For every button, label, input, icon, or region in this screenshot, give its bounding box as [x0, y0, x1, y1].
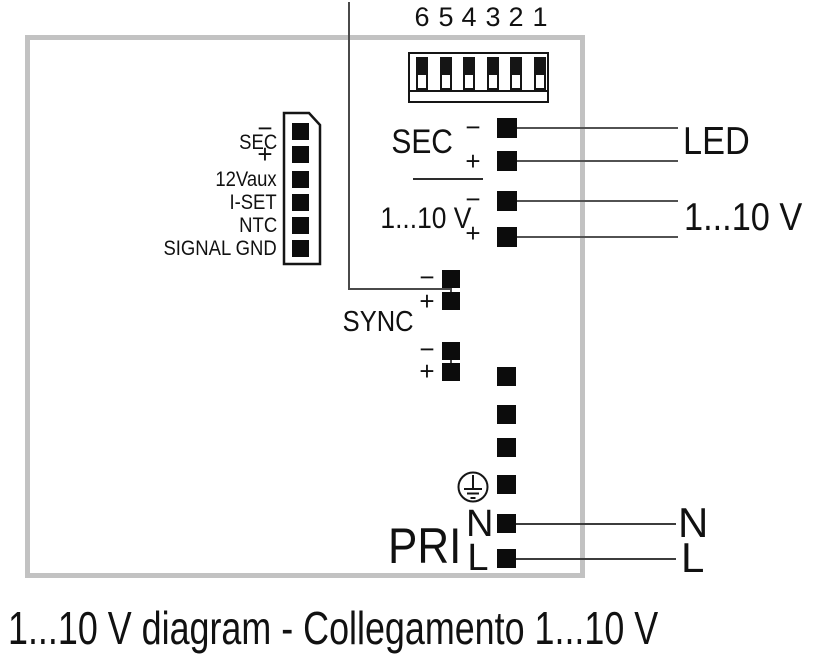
- dip-number-5: 5: [438, 2, 454, 32]
- connector-sec-label: SEC: [238, 131, 277, 154]
- dip-switch-4[interactable]: [463, 57, 475, 90]
- pin-12vaux: [292, 171, 309, 188]
- pin-iset: [292, 194, 309, 211]
- driver-frame: [25, 35, 585, 578]
- earth-terminal: [497, 475, 516, 494]
- dim-plus-sign: +: [465, 218, 481, 248]
- dim-label: 1...10 V: [380, 202, 471, 235]
- earth-ground-icon: [457, 471, 489, 503]
- led-output-label: LED: [683, 120, 750, 163]
- dip-switch-3[interactable]: [487, 57, 499, 90]
- dip-number-6: 6: [414, 2, 430, 32]
- dip-number-1: 1: [532, 2, 548, 32]
- pin-sec-minus: [292, 123, 309, 140]
- connector-12vaux-label: 12Vaux: [215, 168, 277, 191]
- sec-minus-terminal: [497, 118, 517, 138]
- dip-switch-body: [408, 52, 549, 103]
- dim-plus-terminal: [497, 227, 517, 247]
- sync2-plus-terminal: [442, 363, 460, 381]
- connector-sec-plus-sign: +: [257, 139, 273, 169]
- connector-sec-minus-sign: −: [257, 113, 273, 143]
- pin-sec-plus: [292, 146, 309, 163]
- connector-signal-gnd-label: SIGNAL GND: [163, 237, 277, 260]
- dip-switch-5[interactable]: [440, 57, 452, 90]
- sec-plus-terminal: [497, 151, 517, 171]
- sync1-minus-sign: −: [419, 262, 435, 292]
- dip-number-2: 2: [508, 2, 524, 32]
- pri-label: PRI: [387, 518, 461, 574]
- dip-number-3: 3: [485, 2, 501, 32]
- dip-number-4: 4: [461, 2, 477, 32]
- pri-n-label: N: [466, 503, 494, 545]
- dim-minus-terminal: [497, 191, 517, 211]
- connector-iset-label: I-SET: [229, 191, 277, 214]
- sec-minus-sign: −: [465, 112, 481, 142]
- sync2-plus-sign: +: [419, 356, 435, 386]
- sync-label: SYNC: [343, 306, 414, 338]
- dip-switch-divider: [410, 90, 547, 92]
- sync2-minus-terminal: [442, 342, 460, 360]
- pin-signal-gnd: [292, 240, 309, 257]
- neutral-terminal: [497, 514, 516, 533]
- line-terminal: [497, 549, 516, 568]
- pin-ntc: [292, 217, 309, 234]
- sec-plus-sign: +: [465, 146, 481, 176]
- primary-terminal-2: [497, 405, 516, 424]
- dip-switch-1[interactable]: [534, 57, 546, 90]
- diagram-caption: 1...10 V diagram - Collegamento 1...10 V: [8, 602, 659, 654]
- sync-wire: [348, 2, 451, 290]
- sync1-minus-terminal: [442, 270, 460, 288]
- connector-ntc-label: NTC: [239, 214, 277, 237]
- sync1-plus-sign: +: [419, 286, 435, 316]
- sec-label: SEC: [391, 123, 453, 161]
- sync1-plus-terminal: [442, 292, 460, 310]
- dip-switch-2[interactable]: [510, 57, 522, 90]
- dim-minus-sign: −: [465, 184, 481, 214]
- pri-l-label: L: [467, 537, 489, 579]
- dim-output-label: 1...10 V: [684, 196, 803, 239]
- primary-terminal-3: [497, 438, 516, 457]
- line-input-label: L: [681, 534, 705, 581]
- neutral-input-label: N: [678, 499, 709, 546]
- sync2-minus-sign: −: [419, 334, 435, 364]
- primary-terminal-1: [497, 367, 516, 386]
- dip-switch-6[interactable]: [416, 57, 428, 90]
